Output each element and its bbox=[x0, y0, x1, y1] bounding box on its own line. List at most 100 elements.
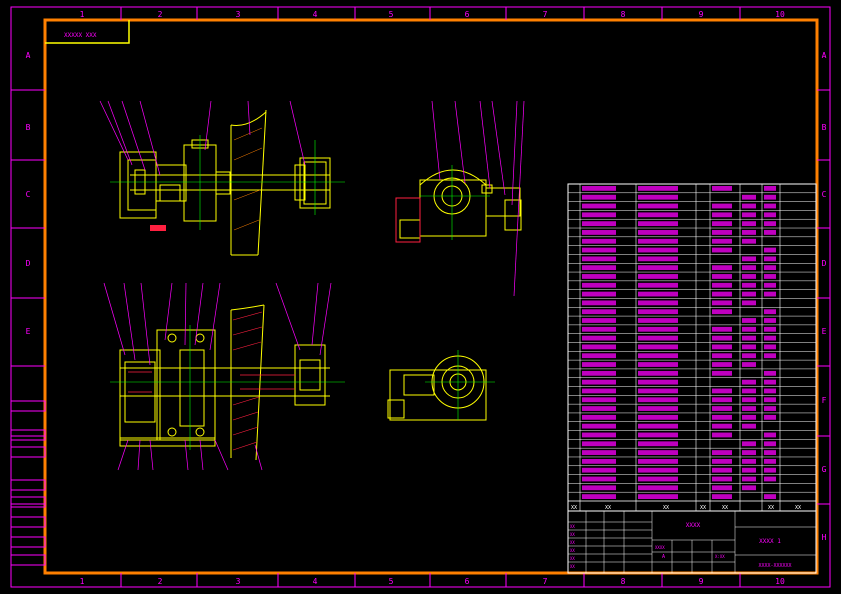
bom-cell-glyph bbox=[742, 441, 756, 447]
bom-cell-glyph bbox=[712, 274, 732, 279]
bom-cell-glyph bbox=[712, 282, 732, 288]
bom-cell-glyph bbox=[582, 485, 616, 491]
bom-cell-glyph bbox=[638, 194, 678, 200]
bom-cell-glyph bbox=[712, 388, 732, 394]
bom-cell-glyph bbox=[764, 291, 776, 297]
bom-cell-glyph bbox=[582, 212, 616, 218]
bom-cell-glyph bbox=[638, 362, 678, 367]
bom-cell-glyph bbox=[582, 265, 616, 271]
bom-cell-glyph bbox=[764, 221, 776, 227]
bom-cell-glyph bbox=[764, 335, 776, 341]
bom-cell-glyph bbox=[764, 432, 776, 438]
bom-cell-glyph bbox=[764, 318, 776, 323]
bom-cell-glyph bbox=[582, 414, 616, 420]
svg-text:XX: XX bbox=[570, 524, 575, 529]
bom-cell-glyph bbox=[712, 467, 732, 473]
bom-cell-glyph bbox=[742, 362, 756, 367]
bom-cell-glyph bbox=[764, 414, 776, 420]
bom-cell-glyph bbox=[582, 344, 616, 350]
row-label: H bbox=[822, 533, 827, 542]
sheet-info-a: XXXX bbox=[655, 545, 665, 550]
bom-cell-glyph bbox=[638, 353, 678, 359]
row-label: G bbox=[822, 465, 827, 474]
bom-cell-glyph bbox=[764, 344, 776, 350]
bom-cell-glyph bbox=[742, 476, 756, 482]
bom-cell-glyph bbox=[638, 494, 678, 499]
svg-text:XX: XX bbox=[570, 540, 575, 545]
bom-cell-glyph bbox=[712, 247, 732, 253]
bom-cell-glyph bbox=[582, 256, 616, 262]
bom-cell-glyph bbox=[638, 256, 678, 262]
col-label: 10 bbox=[775, 577, 785, 586]
bom-cell-glyph bbox=[638, 467, 678, 473]
col-label: 8 bbox=[621, 10, 626, 19]
bom-cell-glyph bbox=[638, 476, 678, 482]
bom-cell-glyph bbox=[764, 441, 776, 447]
bom-cell-glyph bbox=[582, 326, 616, 332]
bom-cell-glyph bbox=[712, 238, 732, 244]
bom-cell-glyph bbox=[712, 353, 732, 359]
bom-cell-glyph bbox=[712, 476, 732, 482]
bom-cell-glyph bbox=[742, 379, 756, 385]
bom-table: XX XX XX XX XX XX XX bbox=[567, 183, 817, 512]
bom-cell-glyph bbox=[638, 344, 678, 350]
bom-cell-glyph bbox=[742, 353, 756, 359]
bom-cell-glyph bbox=[582, 362, 616, 367]
bom-header-cell: XX bbox=[768, 505, 774, 511]
bom-cell-glyph bbox=[582, 388, 616, 394]
col-label: 1 bbox=[80, 577, 85, 586]
bom-cell-glyph bbox=[742, 256, 756, 262]
bom-cell-glyph bbox=[582, 318, 616, 323]
bom-cell-glyph bbox=[764, 194, 776, 200]
row-labels-left: A B C D E bbox=[26, 51, 31, 336]
bom-header-cell: XX bbox=[795, 505, 801, 511]
bom-cell-glyph bbox=[712, 423, 732, 429]
bom-cell-glyph bbox=[742, 274, 756, 279]
bom-cell-glyph bbox=[712, 494, 732, 499]
bom-cell-glyph bbox=[582, 379, 616, 385]
bom-header-cell: XX bbox=[571, 505, 577, 511]
bom-cell-glyph bbox=[764, 326, 776, 332]
bom-cell-glyph bbox=[742, 344, 756, 350]
bom-cell-glyph bbox=[712, 450, 732, 455]
view-top-right bbox=[395, 100, 525, 297]
bom-cell-glyph bbox=[638, 300, 678, 306]
drawing-number: XXXX-XXXXXX bbox=[758, 563, 791, 569]
bom-cell-glyph bbox=[764, 212, 776, 218]
row-label: A bbox=[822, 51, 827, 60]
bom-cell-glyph bbox=[712, 221, 732, 227]
bom-cell-glyph bbox=[638, 221, 678, 227]
bom-cell-glyph bbox=[742, 388, 756, 394]
bom-cell-glyph bbox=[764, 388, 776, 394]
svg-text:XX: XX bbox=[570, 532, 575, 537]
bom-cell-glyph bbox=[582, 238, 616, 244]
bom-cell-glyph bbox=[742, 265, 756, 271]
row-label: D bbox=[26, 259, 31, 268]
stamp-label: XXXXX XXX bbox=[64, 32, 97, 39]
bom-cell-glyph bbox=[742, 467, 756, 473]
col-label: 7 bbox=[543, 577, 548, 586]
col-label: 6 bbox=[465, 577, 470, 586]
left-side-blocks bbox=[10, 400, 46, 566]
bom-cell-glyph bbox=[638, 282, 678, 288]
bom-cell-glyph bbox=[638, 370, 678, 376]
bom-header-cell: XX bbox=[700, 505, 706, 511]
bom-cell-glyph bbox=[638, 423, 678, 429]
row-label: B bbox=[822, 123, 827, 132]
col-label: 6 bbox=[465, 10, 470, 19]
bom-cell-glyph bbox=[764, 458, 776, 464]
bom-cell-glyph bbox=[582, 441, 616, 447]
col-label: 4 bbox=[313, 577, 318, 586]
bom-cell-glyph bbox=[638, 247, 678, 253]
column-labels-top: 1 2 3 4 5 6 7 8 9 10 bbox=[80, 10, 785, 19]
bom-cell-glyph bbox=[764, 186, 776, 191]
bom-cell-glyph bbox=[764, 247, 776, 253]
bom-cell-glyph bbox=[638, 291, 678, 297]
bom-cell-glyph bbox=[582, 423, 616, 429]
bom-cell-glyph bbox=[638, 414, 678, 420]
bom-cell-glyph bbox=[742, 397, 756, 403]
bom-cell-glyph bbox=[712, 397, 732, 403]
bom-cell-glyph bbox=[742, 291, 756, 297]
bom-cell-glyph bbox=[638, 432, 678, 438]
